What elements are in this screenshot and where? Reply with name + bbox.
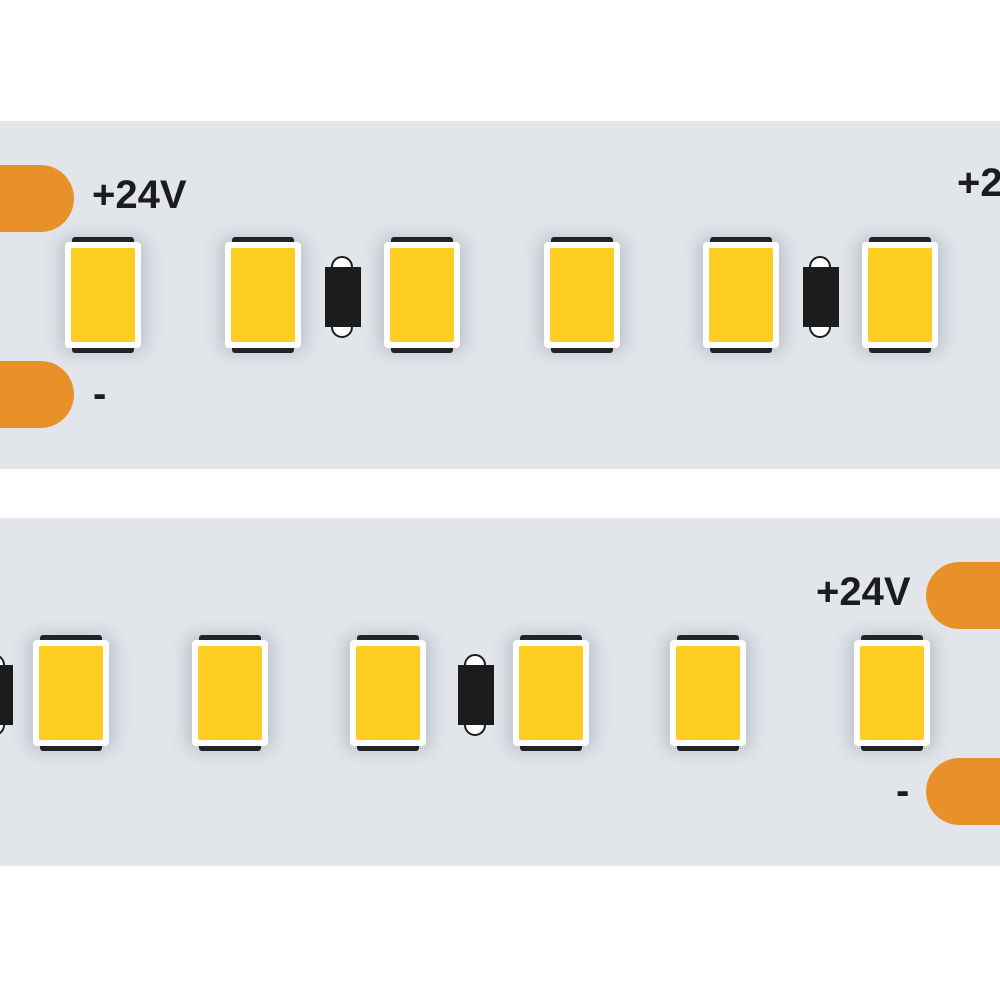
positive-solder-pad xyxy=(926,562,1000,629)
smd-led-chip xyxy=(670,635,746,751)
smd-led-chip xyxy=(192,635,268,751)
led-strip-bottom: +24V - xyxy=(0,518,1000,866)
resistor xyxy=(457,654,495,736)
smd-led-chip xyxy=(513,635,589,751)
positive-voltage-label-partial: +2 xyxy=(957,161,1000,205)
smd-led-chip xyxy=(350,635,426,751)
led-strip-top: +24V - +2 xyxy=(0,121,1000,469)
smd-led-chip xyxy=(703,237,779,353)
smd-led-chip xyxy=(65,237,141,353)
negative-solder-pad xyxy=(0,361,74,428)
smd-led-chip xyxy=(862,237,938,353)
negative-label: - xyxy=(93,372,107,416)
positive-solder-pad xyxy=(0,165,74,232)
positive-voltage-label: +24V xyxy=(816,570,911,614)
negative-label: - xyxy=(896,769,910,813)
resistor xyxy=(324,256,362,338)
smd-led-chip xyxy=(33,635,109,751)
smd-led-chip xyxy=(384,237,460,353)
smd-led-chip xyxy=(225,237,301,353)
resistor-partial xyxy=(0,654,14,736)
resistor xyxy=(802,256,840,338)
smd-led-chip xyxy=(544,237,620,353)
smd-led-chip xyxy=(854,635,930,751)
positive-voltage-label: +24V xyxy=(92,173,187,217)
negative-solder-pad xyxy=(926,758,1000,825)
